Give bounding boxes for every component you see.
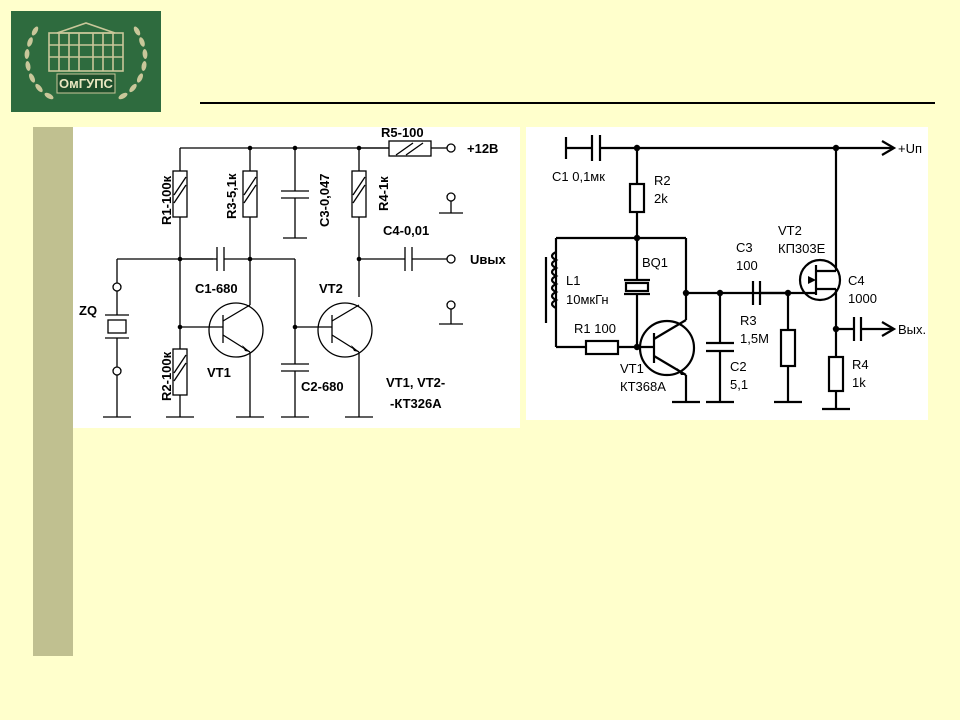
label-vt1-type: КТ368А [620,379,666,394]
logo-building [48,22,124,72]
label-c2: C2-680 [301,379,344,394]
label-r2: R2-100к [159,351,174,401]
supply-terminal [446,143,456,153]
transistor-vt2 [798,258,842,302]
label-c4: C4-0,01 [383,223,429,238]
label-vt2: VT2 [319,281,343,296]
crystal-zq [107,319,127,334]
circuit-diagram-quartz-oscillator: C1 0,1мк R2 2k +Uп C3 100 VT2 КП303Е BQ1… [526,127,928,420]
omgups-logo: ОмГУПС [11,11,161,112]
label-r4: R4 [852,357,869,372]
resistor-r3 [779,328,797,368]
label-vt2-type: КП303Е [778,241,826,256]
label-l1: L1 [566,273,580,288]
label-zq: ZQ [79,303,97,318]
label-r3: R3-5,1к [224,173,239,219]
label-c1: C1 0,1мк [552,169,605,184]
label-c4: C4 [848,273,865,288]
transistor-vt1 [208,302,264,358]
circuit-diagram-crystal-oscillator: R5-100 +12В R1-100к R3-5,1к C3-0,047 R4-… [73,127,520,428]
label-r3-value: 1,5М [740,331,769,346]
label-l1-value: 10мкГн [566,292,609,307]
laurel-right-icon [118,26,148,100]
output-terminal [446,254,456,264]
label-vt2: VT2 [778,223,802,238]
label-r2-value: 2k [654,191,668,206]
header-rule [200,102,935,104]
side-bar [33,127,73,656]
label-vt1: VT1 [207,365,231,380]
resistor-r4 [827,355,845,393]
label-c3: C3-0,047 [317,174,332,227]
transistor-vt2 [317,302,373,358]
label-c2: C2 [730,359,747,374]
label-note-2: -КТ326А [390,396,442,411]
label-c2-value: 5,1 [730,377,748,392]
label-supply: +Uп [898,141,922,156]
label-r4-value: 1k [852,375,866,390]
label-c1: C1-680 [195,281,238,296]
label-note-1: VT1, VT2- [386,375,445,390]
label-out: Вых. [898,322,926,337]
resistor-r5 [388,140,432,157]
resistor-r2 [628,182,646,214]
label-uout: Uвых [470,252,506,267]
label-r1: R1-100к [159,175,174,225]
label-bq1: BQ1 [642,255,668,270]
label-supply: +12В [467,141,498,156]
label-r1: R1 100 [574,321,616,336]
label-r2: R2 [654,173,671,188]
label-c3-value: 100 [736,258,758,273]
label-c3: C3 [736,240,753,255]
crystal-bq1 [624,281,650,293]
logo-background [11,11,161,112]
label-c4-value: 1000 [848,291,877,306]
inductor-l1 [550,251,559,309]
label-r5: R5-100 [381,127,424,140]
label-vt1: VT1 [620,361,644,376]
logo-text: ОмГУПС [59,76,114,91]
resistor-r1 [584,339,620,356]
label-r3: R3 [740,313,757,328]
label-r4: R4-1к [376,176,391,211]
laurel-left-icon [24,26,54,100]
